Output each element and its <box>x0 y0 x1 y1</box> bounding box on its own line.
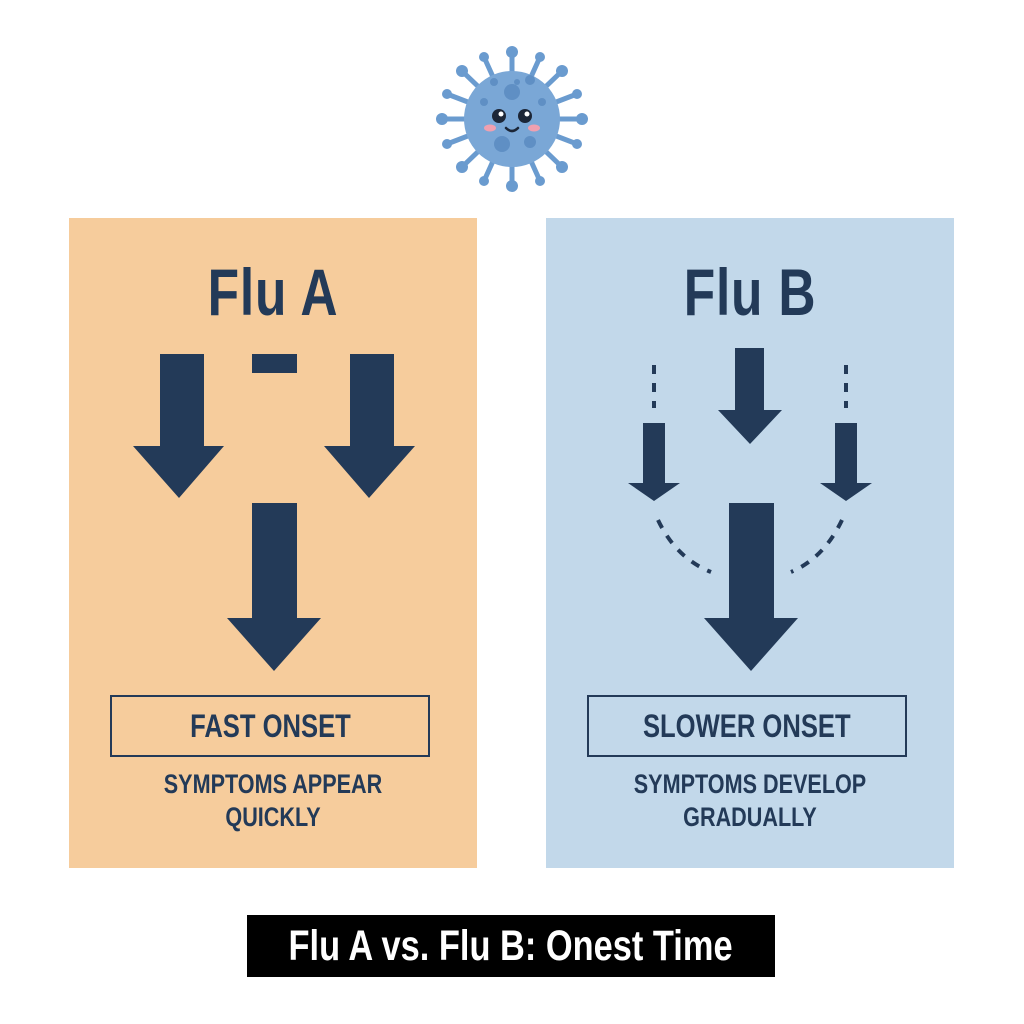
description-line: SYMPTOMS DEVELOP <box>633 769 867 799</box>
slower-onset-box: SLOWER ONSET <box>587 695 907 757</box>
flu-b-description: SYMPTOMS DEVELOP GRADUALLY <box>587 768 913 834</box>
description-line: SYMPTOMS APPEAR <box>163 769 383 799</box>
description-line: GRADUALLY <box>683 802 817 832</box>
description-line: QUICKLY <box>225 802 321 832</box>
fast-onset-label: FAST ONSET <box>189 707 351 744</box>
arrow-down-icon <box>324 354 415 498</box>
arrow-down-icon <box>133 354 224 498</box>
fast-onset-arrows-icon <box>133 354 415 671</box>
arrow-down-icon <box>820 423 872 501</box>
slow-onset-arrows-icon <box>628 348 872 671</box>
arrow-down-icon <box>628 423 680 501</box>
flu-a-panel: Flu A FAST ONSET SYMPTOMS APPEAR QUICKLY <box>69 218 477 868</box>
caption-banner: Flu A vs. Flu B: Onest Time <box>247 915 775 977</box>
flu-b-panel: Flu B SLOWER ONSET SYMPTOMS DEVELOP GRAD… <box>546 218 954 868</box>
arrow-down-icon <box>718 348 782 444</box>
flu-a-description: SYMPTOMS APPEAR QUICKLY <box>110 768 436 834</box>
virus-mascot-icon <box>436 46 588 192</box>
fast-onset-box: FAST ONSET <box>110 695 430 757</box>
arrow-down-icon <box>227 503 321 671</box>
arrow-down-icon <box>704 503 798 671</box>
slower-onset-label: SLOWER ONSET <box>643 707 851 744</box>
flu-b-title: Flu B <box>683 255 817 329</box>
flu-a-title: Flu A <box>207 255 339 329</box>
caption-text: Flu A vs. Flu B: Onest Time <box>288 921 734 970</box>
